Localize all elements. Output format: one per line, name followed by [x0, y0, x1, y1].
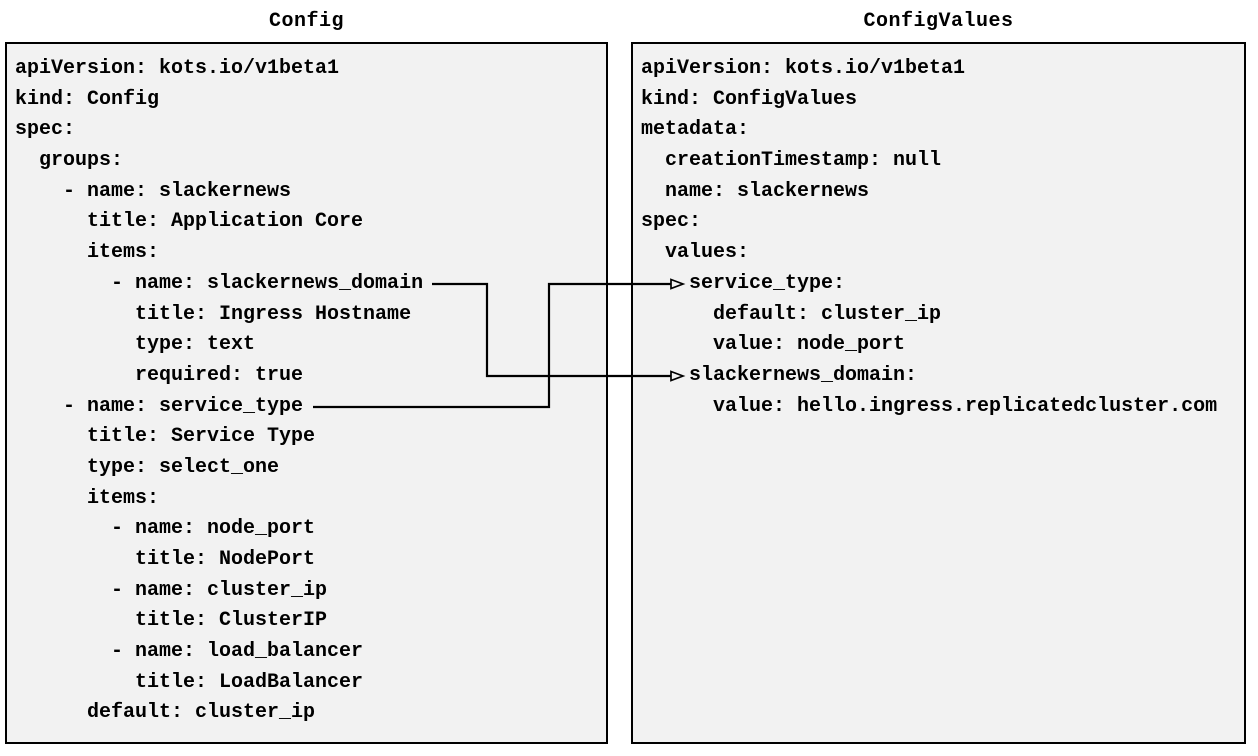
yaml-line: kind: Config	[15, 87, 160, 111]
yaml-line: apiVersion: kots.io/v1beta1	[15, 57, 340, 80]
yaml-line: metadata:	[641, 118, 750, 142]
yaml-line: name: slackernews	[641, 179, 870, 203]
config-panel-title: Config	[268, 10, 344, 33]
yaml-line: values:	[641, 241, 750, 265]
yaml-line: spec:	[15, 118, 76, 142]
yaml-line: - name: service_type	[15, 394, 304, 418]
yaml-line: default: cluster_ip	[15, 701, 316, 725]
yaml-line: groups:	[15, 149, 124, 173]
configvalues-yaml-code: apiVersion: kots.io/v1beta1 kind: ConfigV…	[633, 44, 1244, 422]
yaml-line: value: node_port	[641, 333, 906, 357]
yaml-line: title: ClusterIP	[15, 609, 328, 633]
config-yaml-box: apiVersion: kots.io/v1beta1 kind: Config s…	[5, 42, 608, 744]
config-yaml-code: apiVersion: kots.io/v1beta1 kind: Config s…	[7, 44, 606, 729]
yaml-line: kind: ConfigValues	[641, 87, 858, 111]
yaml-line: title: Service Type	[15, 425, 316, 449]
yaml-line: title: Ingress Hostname	[15, 302, 412, 326]
yaml-line: spec:	[641, 210, 702, 234]
yaml-line: - name: node_port	[15, 517, 316, 541]
yaml-line: type: select_one	[15, 455, 280, 479]
yaml-line: apiVersion: kots.io/v1beta1	[641, 57, 966, 80]
yaml-line: type: text	[15, 333, 256, 357]
yaml-line: - name: slackernews	[15, 179, 292, 203]
yaml-line: creationTimestamp: null	[641, 149, 942, 173]
configvalues-panel-title: ConfigValues	[863, 10, 1014, 33]
yaml-line: - name: cluster_ip	[15, 578, 328, 602]
yaml-line: slackernews_domain:	[641, 363, 918, 387]
yaml-line: required: true	[15, 363, 304, 387]
yaml-line: items:	[15, 486, 160, 510]
yaml-line: title: NodePort	[15, 548, 316, 571]
yaml-line: title: Application Core	[15, 210, 364, 234]
yaml-line: - name: slackernews_domain	[15, 271, 424, 295]
yaml-line: value: hello.ingress.replicatedcluster.c…	[641, 394, 1218, 418]
yaml-line: default: cluster_ip	[641, 302, 942, 326]
yaml-line: title: LoadBalancer	[15, 670, 364, 694]
yaml-line: items:	[15, 241, 160, 265]
yaml-line: - name: load_balancer	[15, 640, 364, 664]
yaml-line: service_type:	[641, 271, 846, 295]
configvalues-yaml-box: apiVersion: kots.io/v1beta1 kind: ConfigV…	[631, 42, 1246, 744]
